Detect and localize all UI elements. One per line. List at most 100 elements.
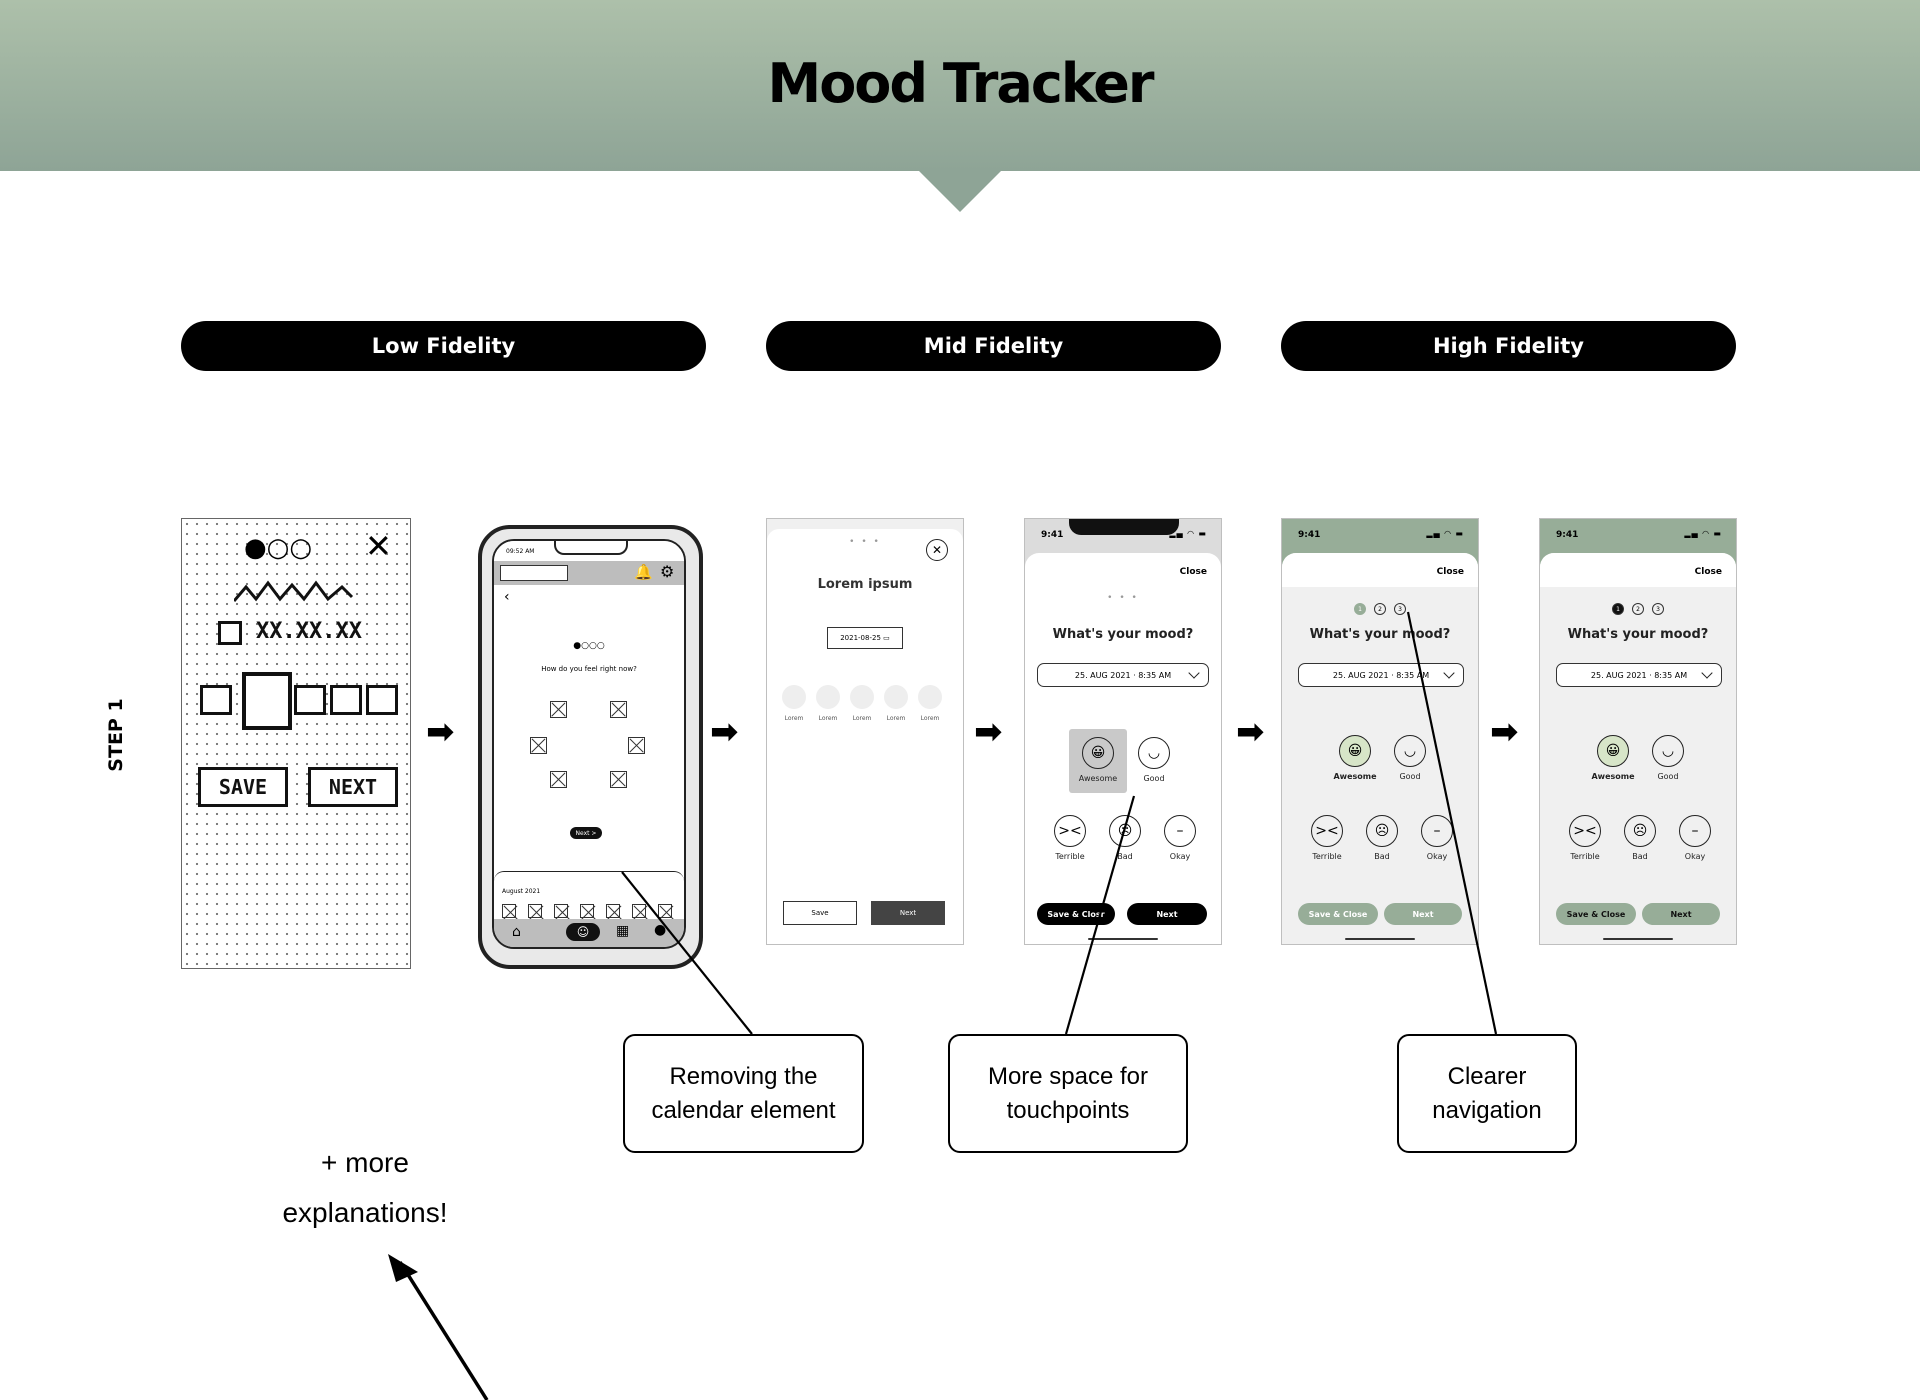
status-bar: 9:41▂▄ ◠ ▬: [1298, 529, 1464, 540]
status-bar: 9:41▂▄ ◠ ▬: [1041, 529, 1207, 540]
lofi-status-bar: 09:52 AM: [494, 541, 684, 561]
mood-okay: –Okay: [1409, 815, 1465, 861]
close-button: Close: [1436, 567, 1464, 577]
option-label: Lorem: [920, 715, 940, 722]
phone-notch: [1069, 519, 1179, 535]
flow-arrow: ➡: [426, 712, 455, 752]
mood-placeholder: [530, 737, 547, 754]
day-placeholder: [554, 904, 568, 918]
mood-okay: –Okay: [1152, 815, 1208, 861]
header-pointer: [918, 170, 1002, 212]
grin-face-icon: 😀: [1339, 735, 1371, 767]
neutral-face-icon: –: [1679, 815, 1711, 847]
mood-good: ◡Good: [1382, 735, 1438, 781]
sketch-dots: ●○○: [244, 533, 313, 563]
day-placeholder: [528, 904, 542, 918]
placeholder-circle: [918, 685, 942, 709]
mood-question: What's your mood?: [1309, 627, 1451, 642]
next-button: Next: [871, 901, 945, 925]
option-label: Lorem: [886, 715, 906, 722]
progress-dots: • • •: [1107, 593, 1139, 603]
next-button: Next: [1642, 903, 1720, 925]
neutral-face-icon: –: [1164, 815, 1196, 847]
connector-calendar: [621, 871, 753, 1035]
step-dot-active: 1: [1612, 603, 1624, 615]
option-label: Lorem: [818, 715, 838, 722]
day-placeholder: [502, 904, 516, 918]
hifi2-sheet: Close 1 2 3 What's your mood? 25. AUG 20…: [1540, 553, 1736, 944]
sketch-mood-box: [294, 685, 326, 715]
calendar-month: August 2021: [502, 888, 541, 895]
phase-mid-fidelity: Mid Fidelity: [766, 321, 1221, 371]
mood-placeholder: [628, 737, 645, 754]
step-dot: 2: [1632, 603, 1644, 615]
save-close-button: Save & Close: [1298, 903, 1378, 925]
hifi-screen-1: 9:41▂▄ ◠ ▬ Close 1 2 3 What's your mood?…: [1281, 518, 1479, 945]
progress-dots: ●○○○: [573, 641, 605, 651]
mood-placeholder: [550, 771, 567, 788]
mood-bad: ☹Bad: [1354, 815, 1410, 861]
gear-icon: ⚙: [660, 562, 675, 581]
flow-arrow: ➡: [1236, 712, 1265, 752]
mood-placeholder: [550, 701, 567, 718]
callout-touchpoints: More space for touchpoints: [948, 1034, 1188, 1153]
mood-terrible: ><Terrible: [1557, 815, 1613, 861]
progress-dots: • • •: [849, 537, 881, 547]
grid-icon: ▦: [616, 923, 630, 939]
option-label: Lorem: [784, 715, 804, 722]
mood-good: ◡Good: [1126, 737, 1182, 783]
date-field: 2021-08-25 ▭: [827, 627, 903, 649]
lofi-top-bar: 🔔 ⚙: [494, 561, 684, 585]
paper-sketch: ●○○ ✕ XX.XX.XX SAVE NEXT: [181, 518, 411, 969]
home-indicator: [1603, 938, 1673, 940]
mood-bad: ☹Bad: [1612, 815, 1668, 861]
smile-face-icon: ◡: [1394, 735, 1426, 767]
terrible-face-icon: ><: [1054, 815, 1086, 847]
smile-face-icon: ◡: [1652, 735, 1684, 767]
bell-icon: 🔔: [634, 563, 653, 581]
day-placeholder: [580, 904, 594, 918]
page-title: Mood Tracker: [767, 52, 1154, 115]
day-placeholder: [606, 904, 620, 918]
next-button: Next: [1127, 903, 1207, 925]
callout-navigation: Clearer navigation: [1397, 1034, 1577, 1153]
sketch-mood-box: [330, 685, 362, 715]
mood-option-placeholder: Lorem: [779, 685, 809, 722]
header-banner: [0, 0, 1920, 171]
frown-face-icon: ☹: [1624, 815, 1656, 847]
sketch-mood-box-selected: [242, 672, 292, 730]
option-label: Lorem: [852, 715, 872, 722]
mood-question: What's your mood?: [1052, 627, 1194, 642]
mood-good: ◡Good: [1640, 735, 1696, 781]
close-button: Close: [1694, 567, 1722, 577]
sketch-calendar-icon: [218, 621, 242, 645]
hifi1-sheet: Close 1 2 3 What's your mood? 25. AUG 20…: [1282, 553, 1478, 944]
sketch-arrow-line: [398, 1261, 489, 1400]
phase-high-fidelity: High Fidelity: [1281, 321, 1736, 371]
lofi-phone: 09:52 AM 🔔 ⚙ ‹ ●○○○ How do you feel righ…: [478, 525, 703, 969]
mood-question: What's your mood?: [1567, 627, 1709, 642]
step-dot: 2: [1374, 603, 1386, 615]
sketch-save-button: SAVE: [198, 767, 288, 807]
connector-nav: [1406, 611, 1498, 1035]
sketch-close-icon: ✕: [365, 527, 392, 565]
step-dot: 3: [1652, 603, 1664, 615]
placeholder-circle: [782, 685, 806, 709]
mid-screen-2: 9:41▂▄ ◠ ▬ Close • • • What's your mood?…: [1024, 518, 1222, 945]
lofi-question: How do you feel right now?: [541, 665, 637, 673]
mood-awesome: 😀Awesome: [1585, 735, 1641, 781]
grin-face-icon: 😀: [1597, 735, 1629, 767]
terrible-face-icon: ><: [1569, 815, 1601, 847]
profile-icon: ●: [654, 922, 667, 938]
mid2-sheet: Close • • • What's your mood? 25. AUG 20…: [1025, 553, 1221, 944]
step-dot-active: 1: [1354, 603, 1366, 615]
grin-face-icon: 😀: [1082, 737, 1114, 769]
sketch-mood-box: [200, 685, 232, 715]
back-icon: ‹: [504, 589, 510, 605]
logo-placeholder: [500, 565, 568, 581]
calendar-icon: ▭: [883, 634, 890, 642]
sketch-title-scribble: [234, 580, 354, 602]
lofi-screen: 09:52 AM 🔔 ⚙ ‹ ●○○○ How do you feel righ…: [492, 539, 686, 949]
flow-arrow: ➡: [974, 712, 1003, 752]
